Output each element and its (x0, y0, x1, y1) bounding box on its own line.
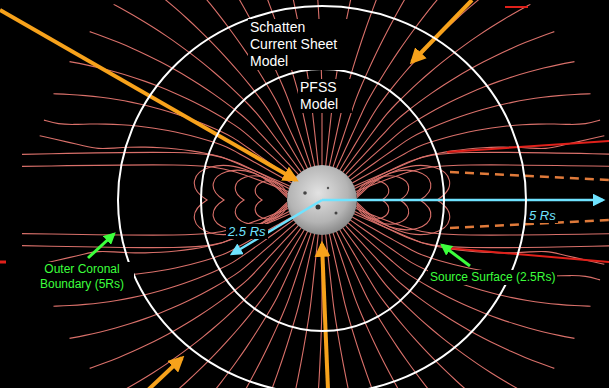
field-line (340, 0, 504, 171)
radius-arrows (232, 200, 603, 254)
field-line (355, 152, 609, 188)
field-line (274, 234, 318, 388)
field-line (255, 181, 287, 219)
orange-arrows (0, 0, 472, 388)
field-line (213, 170, 287, 230)
field-line (238, 233, 314, 388)
field-line (355, 211, 609, 247)
model-label: PFSS Model (298, 79, 352, 113)
field-lines (22, 0, 609, 388)
field-line (350, 220, 590, 306)
source-surface-circle: PFSS Model (200, 68, 445, 332)
model-label: Schatten Current Sheet Model (248, 19, 352, 70)
green-arrows (88, 234, 470, 266)
field-line (329, 233, 405, 388)
field-line (340, 229, 504, 388)
field-line (141, 229, 305, 388)
field-line (336, 231, 473, 388)
field-line (333, 232, 440, 388)
field-line (235, 176, 287, 224)
field-line (326, 234, 370, 388)
radius-label: 5 Rs (527, 208, 558, 223)
field-line (336, 0, 473, 169)
field-line (53, 94, 293, 180)
field-line (114, 227, 302, 388)
field-line (171, 231, 308, 388)
field-line (311, 234, 322, 388)
field-line (22, 165, 288, 192)
field-line (22, 211, 289, 247)
radius-label: 2.5 Rs (226, 224, 268, 239)
field-line (343, 227, 531, 388)
field-line (350, 94, 590, 180)
boundary-label: Outer Coronal Boundary (5Rs) (30, 262, 134, 292)
boundary-label: Source Surface (2.5Rs) (428, 270, 557, 285)
current-sheet-lines (0, 7, 609, 262)
outer-boundary-circle: Schatten Current Sheet ModelPFSS Model (117, 5, 527, 388)
